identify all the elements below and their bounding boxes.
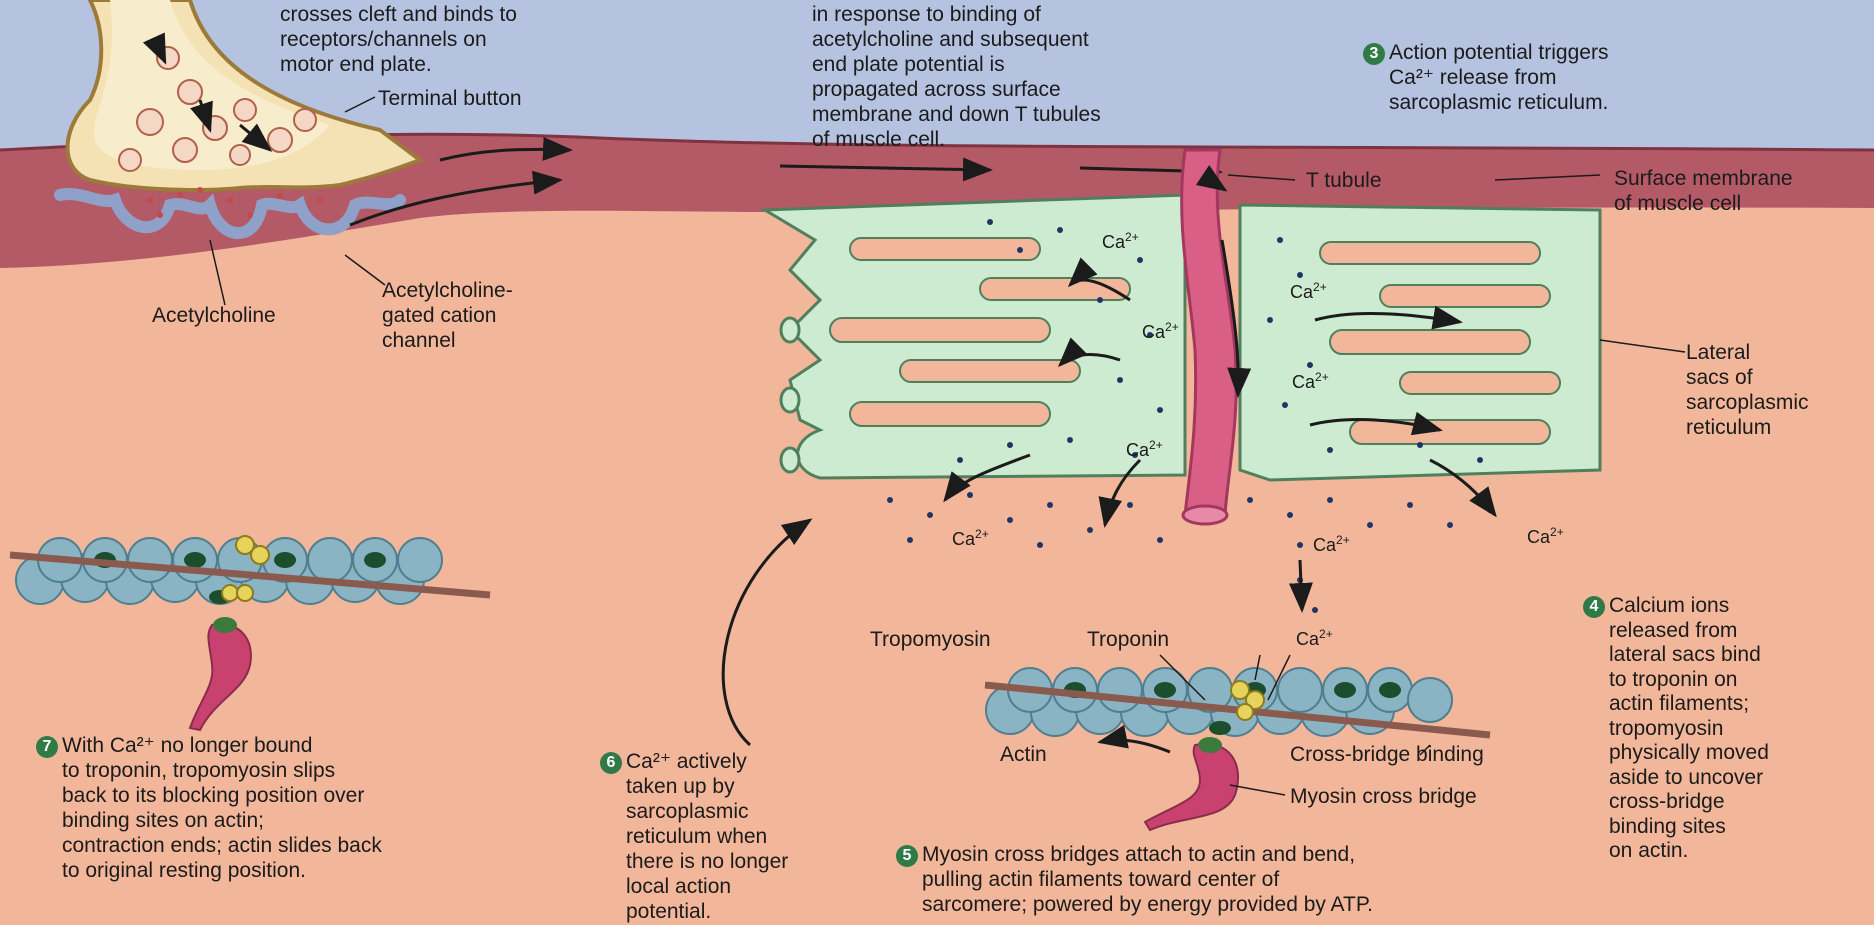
surface-membrane-label: Surface membrane of muscle cell [1614,166,1793,216]
troponin-label: Troponin [1087,627,1169,652]
step-6-badge: 6 [600,752,622,774]
lateral-sacs-label: Lateral sacs of sarcoplasmic reticulum [1686,340,1809,440]
acetylcholine-label: Acetylcholine [152,303,276,328]
sarcoplasmic-reticulum-right [1240,205,1600,480]
ca-label: Ca2+ [1527,525,1564,548]
ca-label: Ca2+ [1290,280,1327,303]
ca-label: Ca2+ [1292,370,1329,393]
step-7-badge: 7 [36,736,58,758]
step-5-badge: 5 [896,845,918,867]
step-3-badge: 3 [1363,43,1385,65]
tropomyosin-label: Tropomyosin [870,627,991,652]
ach-channel-label: Acetylcholine- gated cation channel [382,278,513,353]
ca-label: Ca2+ [1313,533,1350,556]
ca-label: Ca2+ [1102,230,1139,253]
ca-label: Ca2+ [1296,627,1333,650]
top-middle-caption: in response to binding of acetylcholine … [812,2,1101,152]
terminal-button-label: Terminal button [378,86,522,111]
t-tubule-label: T tubule [1306,168,1382,193]
myosin-cross-bridge-label: Myosin cross bridge [1290,784,1477,809]
actin-label: Actin [1000,742,1047,767]
top-left-caption: crosses cleft and binds to receptors/cha… [280,2,517,77]
step-4-badge: 4 [1583,596,1605,618]
myosin-cross-bridge-left [190,624,251,730]
ca-label: Ca2+ [1126,438,1163,461]
cross-bridge-binding-label: Cross-bridge binding [1290,742,1484,767]
myosin-cross-bridge-right [1145,744,1238,830]
ca-label: Ca2+ [952,527,989,550]
ca-label: Ca2+ [1142,320,1179,343]
